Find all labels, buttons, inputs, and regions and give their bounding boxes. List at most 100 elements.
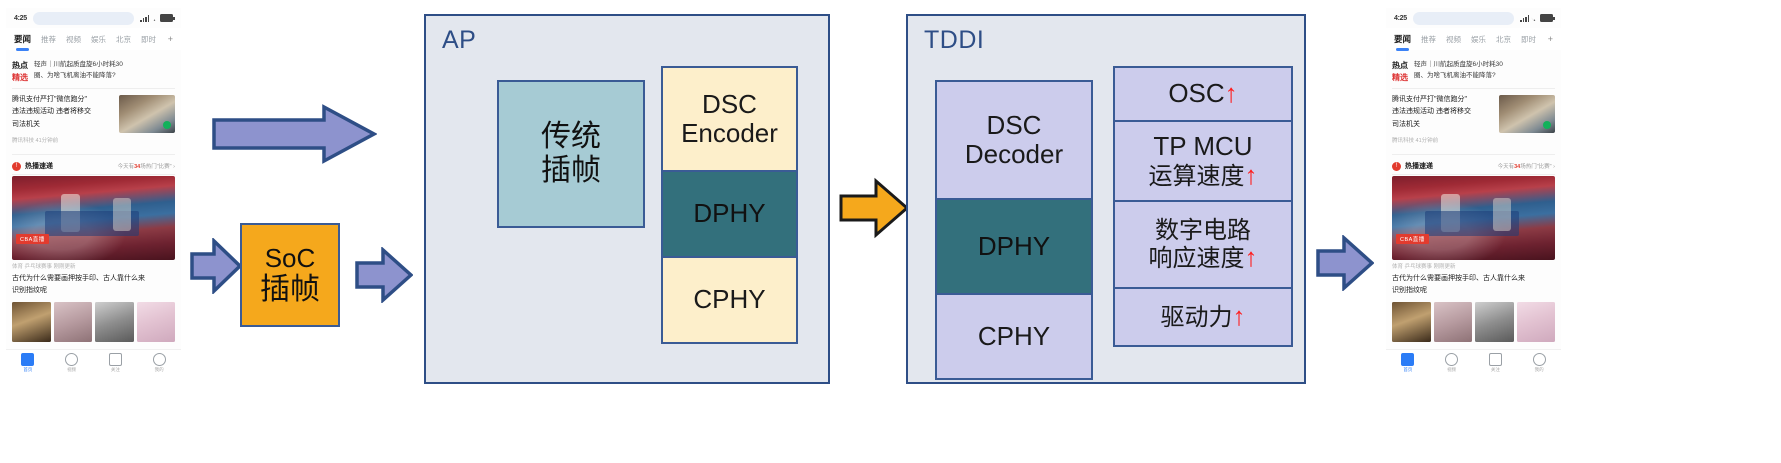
tab-yaowen[interactable]: 要闻 [1394, 34, 1412, 44]
ap-legacy-interpolation-block[interactable]: 传统 插帧 [497, 80, 645, 228]
soc-block[interactable]: SoC 插帧 [240, 223, 340, 327]
tab-yule[interactable]: 娱乐 [1471, 34, 1487, 44]
tab-tuijian[interactable]: 推荐 [1421, 34, 1437, 44]
story-thumb-3 [1475, 302, 1514, 342]
tddi-feature-tpmcu[interactable]: TP MCU 运算速度↑ [1113, 122, 1293, 202]
nav-item-home[interactable]: 首页 [21, 352, 35, 374]
add-tab-icon[interactable]: + [167, 34, 173, 44]
tddi-dphy-label: DPHY [977, 230, 1051, 261]
news-line3: 司法机关 [1392, 120, 1420, 128]
news-tabbar[interactable]: 要闻 推荐 视频 娱乐 北京 即时 + [1386, 28, 1561, 50]
tddi-feature-digital-circuit[interactable]: 数字电路 响应速度↑ [1113, 202, 1293, 289]
signal-icon [1520, 14, 1529, 22]
news-list-item[interactable]: 腾讯支付严打"微信跑分" 违法违规活动 违者将移交 司法机关 腾讯科技 41分钟… [1392, 92, 1555, 155]
live-tag: CBA直播 [16, 234, 49, 244]
story-item[interactable]: 古代为什么需要画押按手印、古人靠什么来 识别指纹呢 [12, 274, 175, 296]
tab-shipin[interactable]: 视频 [66, 34, 82, 44]
live-meta: 体育 乒乓球赛事 刚刚更新 [12, 264, 76, 270]
hot-topic-row[interactable]: 热点 精选 轻声｜川航起质盘旋6小时耗30 圈、为啥飞机离油不能降落? [12, 54, 175, 89]
status-icons [140, 14, 175, 22]
nav-label-video: 视频 [67, 367, 77, 373]
hot-topic-row[interactable]: 热点 精选 轻声｜川航起质盘旋6小时耗30 圈、为啥飞机离油不能降落? [1392, 54, 1555, 89]
hot-live-row[interactable]: ! 热播速递 今天有34场热门"比赛" › [12, 158, 175, 175]
table-tennis-table [1424, 211, 1520, 237]
nav-item-profile[interactable]: 我的 [152, 352, 166, 374]
bottom-nav[interactable]: 首页 视频 关注 我的 [6, 349, 181, 376]
ap-dsc-encoder-cell[interactable]: DSC Encoder [661, 66, 798, 172]
tddi-dsc-decoder-cell[interactable]: DSC Decoder [935, 80, 1093, 200]
hot-label-line2: 精选 [1392, 72, 1408, 82]
hot-text-line2: 圈、为啥飞机离油不能降落? [34, 72, 116, 79]
live-photo[interactable]: CBA直播 [12, 176, 175, 260]
ap-dsc-line2: Encoder [681, 118, 778, 148]
hot-topic-text: 轻声｜川航起质盘旋6小时耗30 圈、为啥飞机离油不能降落? [1414, 61, 1503, 81]
ap-cphy-cell[interactable]: CPHY [661, 258, 798, 344]
story-thumb-4 [1516, 302, 1555, 342]
star-icon [1488, 352, 1502, 366]
nav-item-video[interactable]: 视频 [65, 352, 79, 374]
nav-label-home: 首页 [23, 367, 33, 373]
nav-item-profile[interactable]: 我的 [1532, 352, 1546, 374]
tab-beijing[interactable]: 北京 [1496, 34, 1512, 44]
story-item[interactable]: 古代为什么需要画押按手印、古人靠什么来 识别指纹呢 [1392, 274, 1555, 296]
tddi-feature-drive[interactable]: 驱动力↑ [1113, 289, 1293, 347]
news-list-item[interactable]: 腾讯支付严打"微信跑分" 违法违规活动 违者将移交 司法机关 腾讯科技 41分钟… [12, 92, 175, 155]
nav-label-video: 视频 [1447, 367, 1457, 373]
nav-item-video[interactable]: 视频 [1445, 352, 1459, 374]
tddi-dsc-line1: DSC [986, 109, 1042, 140]
news-thumbnail [119, 95, 175, 133]
hot-live-row[interactable]: ! 热播速递 今天有34场热门"比赛" › [1392, 158, 1555, 175]
bottom-nav[interactable]: 首页 视频 关注 我的 [1386, 349, 1561, 376]
add-tab-icon[interactable]: + [1547, 34, 1553, 44]
hot-topic-label: 热点 精选 [12, 60, 28, 83]
status-notch [1412, 11, 1514, 25]
tddi-dsc-line2: Decoder [964, 139, 1064, 169]
status-notch [32, 11, 134, 25]
hot-text-line2: 圈、为啥飞机离油不能降落? [1414, 72, 1496, 79]
news-tabbar[interactable]: 要闻 推荐 视频 娱乐 北京 即时 + [6, 28, 181, 50]
arrow-ap-to-tddi [838, 177, 910, 239]
nav-item-home[interactable]: 首页 [1401, 352, 1415, 374]
hot-topic-label: 热点 精选 [1392, 60, 1408, 83]
soc-label-line2: 插帧 [260, 271, 320, 307]
tddi-feature-osc-label: OSC [1168, 78, 1225, 109]
phone-screen: 4:25 要闻 推荐 视频 娱乐 北京 即时 + 热点 [1386, 8, 1561, 376]
tab-yaowen[interactable]: 要闻 [14, 34, 32, 44]
tab-shipin[interactable]: 视频 [1446, 34, 1462, 44]
profile-icon [1532, 352, 1546, 366]
ap-dphy-cell[interactable]: DPHY [661, 172, 798, 258]
nav-label-profile: 我的 [1534, 367, 1544, 373]
tddi-panel-title: TDDI [924, 26, 985, 54]
battery-icon [1540, 14, 1555, 22]
hot-label-line1: 热点 [12, 60, 28, 70]
story-line2: 识别指纹呢 [12, 287, 47, 295]
live-tag: CBA直播 [1396, 234, 1429, 244]
story-thumb-1 [1392, 302, 1431, 342]
live-photo[interactable]: CBA直播 [1392, 176, 1555, 260]
news-text: 腾讯支付严打"微信跑分" 违法违规活动 违者将移交 司法机关 腾讯科技 41分钟… [12, 92, 113, 154]
tab-tuijian[interactable]: 推荐 [41, 34, 57, 44]
status-icons [1520, 14, 1555, 22]
tddi-feature-osc[interactable]: OSC↑ [1113, 66, 1293, 122]
tab-beijing[interactable]: 北京 [116, 34, 132, 44]
tab-jishi[interactable]: 即时 [141, 34, 157, 44]
live-meta: 体育 乒乓球赛事 刚刚更新 [1392, 264, 1456, 270]
story-thumbnails [1392, 302, 1555, 342]
alert-icon: ! [12, 161, 21, 171]
nav-label-follow: 关注 [1490, 367, 1500, 373]
tddi-decoder-stack: DSC Decoder DPHY CPHY [935, 80, 1093, 380]
hot-live-count: 今天有34场热门"比赛" › [1497, 164, 1555, 170]
story-thumb-2 [1433, 302, 1472, 342]
tab-jishi[interactable]: 即时 [1521, 34, 1537, 44]
news-meta: 腾讯科技 41分钟前 [1392, 137, 1439, 144]
tddi-cphy-cell[interactable]: CPHY [935, 295, 1093, 380]
nav-item-follow[interactable]: 关注 [1488, 352, 1502, 374]
wifi-icon [1531, 15, 1538, 21]
video-icon [1445, 352, 1459, 366]
nav-label-follow: 关注 [110, 367, 120, 373]
up-arrow-icon: ↑ [1244, 160, 1258, 190]
story-thumbnails [12, 302, 175, 342]
nav-item-follow[interactable]: 关注 [108, 352, 122, 374]
tab-yule[interactable]: 娱乐 [91, 34, 107, 44]
tddi-dphy-cell[interactable]: DPHY [935, 200, 1093, 295]
